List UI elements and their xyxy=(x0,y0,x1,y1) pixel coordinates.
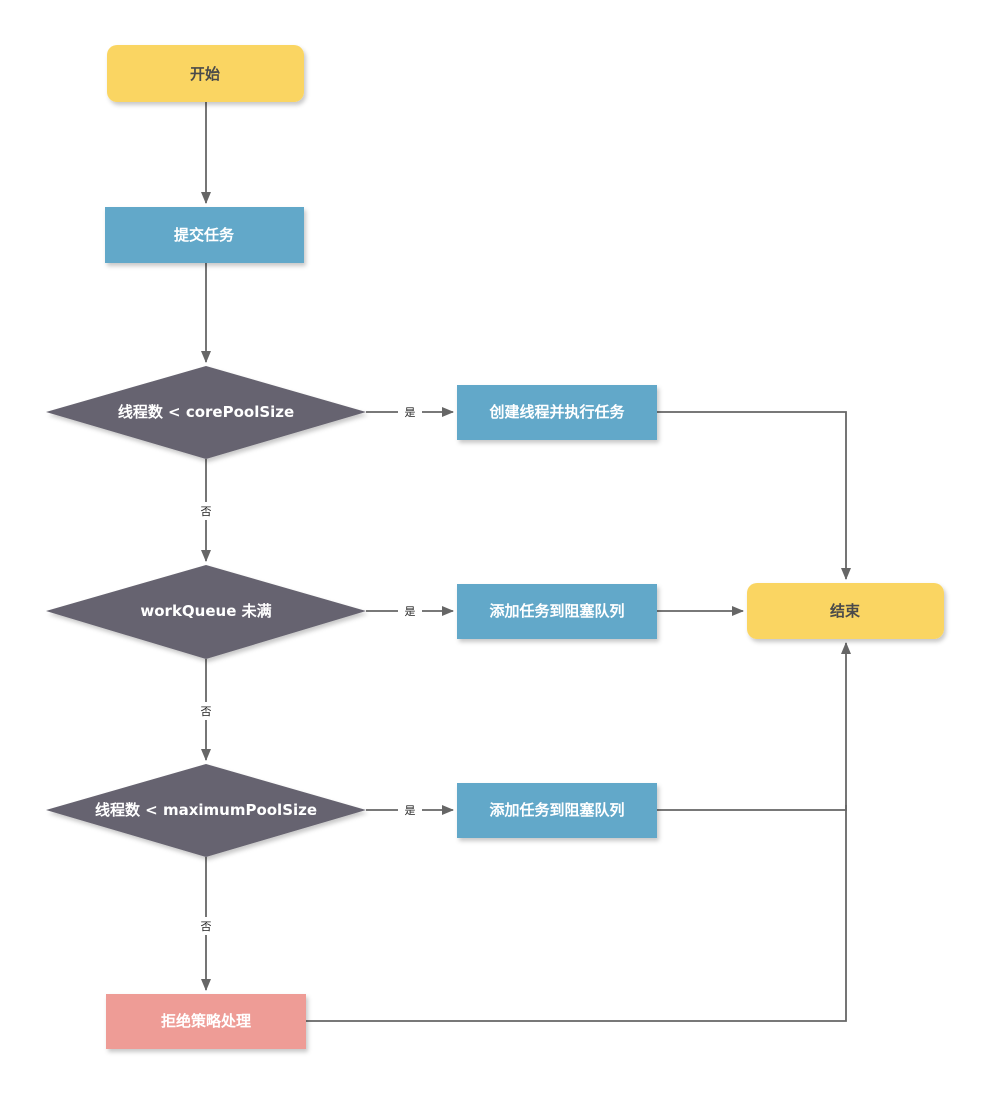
start-node-label: 开始 xyxy=(190,65,220,83)
end-node-shape xyxy=(747,583,944,639)
reject-policy-node-label: 拒绝策略处理 xyxy=(161,1012,251,1030)
edge-enqueue-2-to-end xyxy=(657,642,851,811)
start-node: 开始 xyxy=(107,45,304,102)
create-thread-node-shape xyxy=(457,385,657,440)
enqueue-task-node: 添加任务到阻塞队列 xyxy=(457,584,657,639)
end-node: 结束 xyxy=(747,583,944,639)
edge-label-yes: 是 xyxy=(405,406,416,419)
edge-reject-to-end xyxy=(306,805,847,1022)
reject-policy-node-shape xyxy=(106,994,306,1049)
decision-max-pool-node-label: 线程数 < maximumPoolSize xyxy=(95,801,317,819)
reject-policy-node: 拒绝策略处理 xyxy=(106,994,306,1049)
edge-labels: 是 是 是 否 否 否 xyxy=(194,403,422,935)
decision-core-pool-node: 线程数 < corePoolSize xyxy=(46,366,366,459)
decision-max-pool-node: 线程数 < maximumPoolSize xyxy=(46,764,366,857)
create-thread-node-label: 创建线程并执行任务 xyxy=(488,403,625,421)
end-node-label: 结束 xyxy=(830,602,861,620)
edge-label-yes: 是 xyxy=(405,804,416,817)
submit-task-node-shape xyxy=(105,207,304,263)
create-thread-node: 创建线程并执行任务 xyxy=(457,385,657,440)
decision-core-pool-node-shape xyxy=(46,366,366,459)
edge-create-thread-to-end xyxy=(657,411,851,580)
edge-label-yes: 是 xyxy=(405,605,416,618)
enqueue-task-node-2-label: 添加任务到阻塞队列 xyxy=(489,801,624,819)
decision-work-queue-node: workQueue 未满 xyxy=(46,565,366,659)
submit-task-node: 提交任务 xyxy=(105,207,304,263)
enqueue-task-node-label: 添加任务到阻塞队列 xyxy=(489,602,624,620)
submit-task-node-label: 提交任务 xyxy=(174,226,235,244)
decision-max-pool-node-shape xyxy=(46,764,366,857)
decision-work-queue-node-label: workQueue 未满 xyxy=(140,602,271,620)
edge-label-no: 否 xyxy=(201,505,212,518)
edge-label-no: 否 xyxy=(201,920,212,933)
edge-label-no: 否 xyxy=(201,705,212,718)
start-node-shape xyxy=(107,45,304,102)
enqueue-task-node-2-shape xyxy=(457,783,657,838)
decision-work-queue-node-shape xyxy=(46,565,366,659)
decision-core-pool-node-label: 线程数 < corePoolSize xyxy=(118,403,294,421)
enqueue-task-node-shape xyxy=(457,584,657,639)
enqueue-task-node-2: 添加任务到阻塞队列 xyxy=(457,783,657,838)
